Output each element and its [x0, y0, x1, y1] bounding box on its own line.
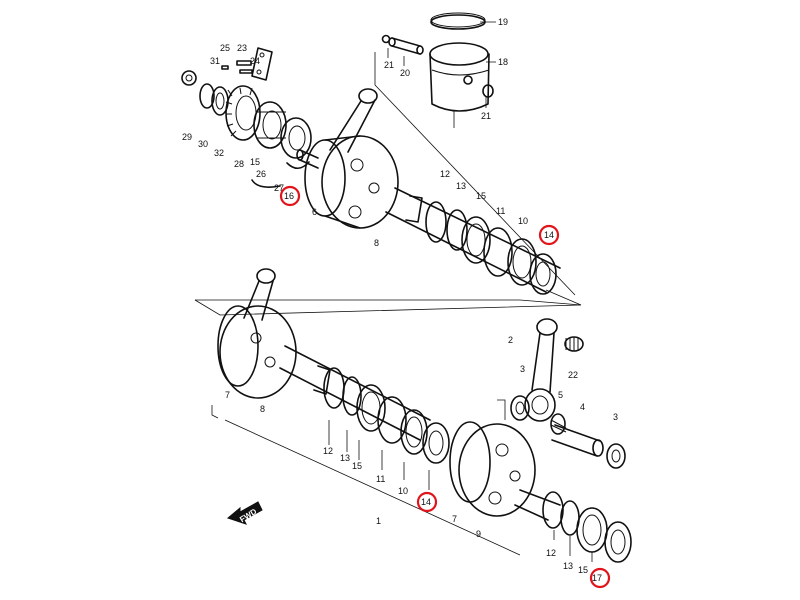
circlip-26: [251, 179, 281, 188]
washer-30: [199, 83, 215, 109]
label-4: 4: [580, 402, 585, 412]
label-15-right: 15: [578, 565, 588, 575]
forward-direction-arrow: FWD: [226, 501, 263, 525]
callout-labels: 19 21 20 18 21 25 23 31 24 29 30 32 28 1…: [182, 17, 618, 583]
highlight-17: [589, 567, 611, 589]
highlight-14-bottom: [416, 491, 438, 513]
pin-clip-21-lower: [482, 84, 494, 98]
label-16: 16: [284, 191, 294, 201]
thrust-washer-3-right: [606, 443, 626, 469]
label-18: 18: [498, 57, 508, 67]
label-15-top: 15: [250, 157, 260, 167]
crankshaft-journal-bottom: [279, 345, 431, 441]
oil-seal-16: [280, 117, 312, 159]
highlight-16: [279, 185, 301, 207]
label-12-bottom: 12: [323, 446, 333, 456]
label-12-right: 12: [546, 548, 556, 558]
crankshaft-web-top: [304, 135, 399, 229]
crank-pin-4: [551, 424, 604, 457]
bearing-15-top: [253, 101, 287, 149]
highlight-circles: [279, 185, 611, 589]
crankshaft-web-bottom-right: [449, 421, 561, 521]
label-2: 2: [508, 335, 513, 345]
label-26: 26: [256, 169, 266, 179]
bearing-set-bottom-left: [323, 367, 450, 464]
label-30: 30: [198, 139, 208, 149]
label-12-top: 12: [440, 169, 450, 179]
label-10-bottom: 10: [398, 486, 408, 496]
label-13-right: 13: [563, 561, 573, 571]
label-21-lower: 21: [481, 111, 491, 121]
label-21-upper: 21: [384, 60, 394, 70]
label-10-top: 10: [518, 216, 528, 226]
label-9: 9: [476, 529, 481, 539]
connecting-rod-top: [329, 88, 378, 153]
label-6: 6: [312, 207, 317, 217]
piston-18: [429, 42, 490, 112]
label-8-top: 8: [374, 238, 379, 248]
label-15-bottom: 15: [352, 461, 362, 471]
label-17: 17: [592, 573, 602, 583]
label-11-bottom: 11: [376, 474, 385, 484]
crank-shaft-end-6: [296, 149, 319, 169]
label-1: 1: [376, 516, 381, 526]
needle-bearing-22: [564, 336, 584, 352]
piston-ring-19: [430, 12, 486, 30]
label-7-right: 7: [452, 514, 457, 524]
label-3-left: 3: [520, 364, 525, 374]
label-11-top: 11: [496, 206, 505, 216]
thrust-washer-3-left: [510, 395, 530, 421]
label-28: 28: [234, 159, 244, 169]
key-23-25: [236, 60, 253, 74]
label-19: 19: [498, 17, 508, 27]
label-23: 23: [237, 43, 247, 53]
label-20: 20: [400, 68, 410, 78]
label-25: 25: [220, 43, 230, 53]
label-14-bottom: 14: [421, 497, 431, 507]
label-13-bottom: 13: [340, 453, 350, 463]
pin-clip-21-upper: [381, 34, 391, 44]
label-24: 24: [250, 56, 260, 66]
label-3-right: 3: [613, 412, 618, 422]
bearing-set-top: [425, 201, 557, 295]
connecting-rod-bottom-left: [243, 268, 276, 321]
label-15-mid: 15: [476, 191, 486, 201]
label-31: 31: [210, 56, 220, 66]
label-32: 32: [214, 148, 224, 158]
label-8-bottom: 8: [260, 404, 265, 414]
label-29: 29: [182, 132, 192, 142]
label-22: 22: [568, 370, 578, 380]
piston-pin-20: [388, 37, 424, 55]
crankshaft-main-journal-top: [385, 187, 561, 293]
label-5: 5: [558, 390, 563, 400]
nut-29: [181, 70, 197, 86]
bearing-set-bottom-right: [542, 491, 632, 563]
crankshaft-web-bottom-left: [217, 305, 297, 399]
highlight-14-top: [538, 224, 560, 246]
connecting-rod-2: [524, 318, 558, 422]
label-7-left: 7: [225, 390, 230, 400]
label-14-top: 14: [544, 230, 554, 240]
key-31: [221, 65, 229, 70]
plate-24: [251, 47, 273, 81]
label-13-top: 13: [456, 181, 466, 191]
label-27: 27: [274, 183, 284, 193]
crank-pin-bearing-5: [550, 413, 567, 435]
